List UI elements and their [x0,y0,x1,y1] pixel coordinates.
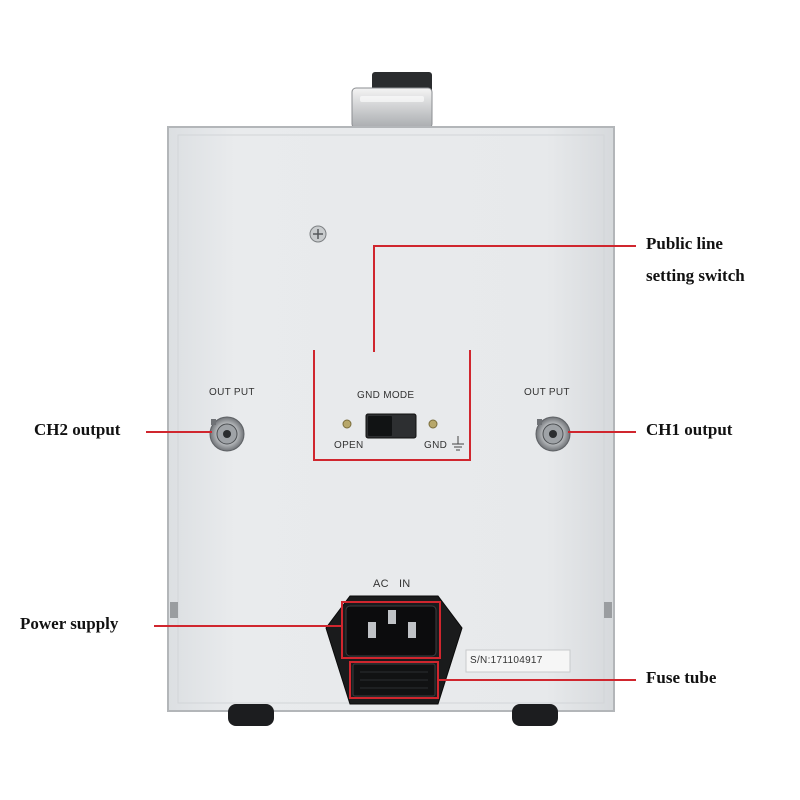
switch-title: GND MODE [357,390,415,401]
callout-graphics [146,245,636,699]
gnd-indicator-led [428,419,438,429]
ch2-output-label: CH2 output [34,420,121,439]
switch-right-label: GND [424,440,448,451]
ground-symbol-icon [452,436,464,451]
ch2-bnc-connector[interactable] [209,416,245,452]
left-port-label: OUT PUT [209,387,255,398]
gnd-mode-switch[interactable] [365,413,417,439]
ch1-bnc-connector[interactable] [535,416,571,452]
switch-left-label: OPEN [334,440,364,451]
side-clip-right [604,602,612,618]
open-indicator-led [342,419,352,429]
power-supply-label: Power supply [20,614,119,633]
ac-in-label: AC IN [373,578,411,590]
public-line-label-line2: setting switch [646,266,745,285]
device-feet [228,704,558,726]
serial-number: S/N:171104917 [470,655,543,666]
fuse-holder[interactable] [352,663,436,697]
serial-sticker [465,649,571,673]
screw-icon [309,225,327,243]
fuse-tube-label: Fuse tube [646,668,717,687]
carry-handle [351,72,433,129]
side-clip-left [170,602,178,618]
right-port-label: OUT PUT [524,387,570,398]
public-line-label-line1: Public line [646,234,723,253]
ch1-output-label: CH1 output [646,420,733,439]
